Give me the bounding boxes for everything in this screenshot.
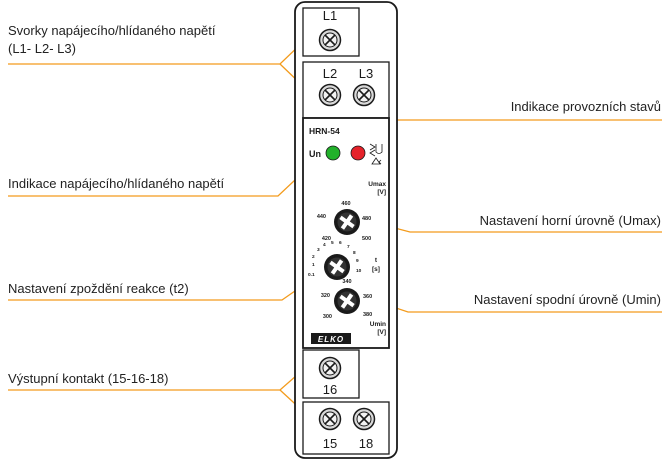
callout-horni: Nastavení horní úrovně (Umax) <box>479 213 661 228</box>
un-label: Un <box>309 149 321 159</box>
t-tick: 4 <box>323 242 326 248</box>
terminal-label-18: 18 <box>359 436 373 451</box>
screw-16-icon[interactable] <box>318 356 342 380</box>
terminal-label-l1: L1 <box>323 8 337 23</box>
t-tick: 1 <box>312 262 315 268</box>
t-tick: 7 <box>347 244 350 250</box>
callout-indikace-napajeciho: Indikace napájecího/hlídaného napětí <box>8 176 225 191</box>
t-tick: 2 <box>312 254 315 260</box>
callout-svorky-sub: (L1- L2- L3) <box>8 41 76 56</box>
callout-vystupni: Výstupní kontakt (15-16-18) <box>8 371 169 386</box>
status-symbols-icon <box>369 143 383 165</box>
umin-tick: 360 <box>363 294 372 300</box>
screw-18-icon[interactable] <box>352 407 376 431</box>
callout-svorky: Svorky napájecího/hlídaného napětí <box>8 23 216 38</box>
terminal-label-l2: L2 <box>323 66 337 81</box>
umax-knob-icon[interactable] <box>334 209 360 235</box>
callout-indikace-stavu: Indikace provozních stavů <box>510 99 661 114</box>
terminal-label-l3: L3 <box>359 66 373 81</box>
red-led-icon <box>350 145 366 161</box>
green-led-icon <box>325 145 341 161</box>
brand-logo <box>311 333 351 344</box>
brand-logo-text: ELKO <box>318 335 344 344</box>
t-tick: 3 <box>317 247 320 253</box>
terminal-label-15: 15 <box>323 436 337 451</box>
t-tick: 8 <box>353 250 356 256</box>
model-label: HRN-54 <box>309 126 340 136</box>
umax-tick: 480 <box>362 216 371 222</box>
t-title: t <box>375 257 378 264</box>
terminal-block-l2-l3 <box>302 61 390 119</box>
umin-tick: 300 <box>323 314 332 320</box>
t-tick: 10 <box>356 268 362 274</box>
t-tick: 5 <box>331 240 334 246</box>
t-tick: 6 <box>339 240 342 246</box>
t-tick: 0.1 <box>308 272 315 278</box>
terminal-block-15-18 <box>302 401 390 455</box>
terminal-label-16: 16 <box>323 382 337 397</box>
callout-zpozdeni: Nastavení zpoždění reakce (t2) <box>8 281 189 296</box>
umin-tick: 320 <box>321 293 330 299</box>
callout-spodni: Nastavení spodní úrovně (Umin) <box>473 292 661 307</box>
screw-l2-icon[interactable] <box>318 83 342 107</box>
screw-l1-icon[interactable] <box>318 28 342 52</box>
umin-tick: 380 <box>363 312 372 318</box>
umin-unit: [V] <box>377 329 386 336</box>
t-unit: [s] <box>372 266 380 273</box>
umin-knob-icon[interactable] <box>334 288 360 314</box>
screw-15-icon[interactable] <box>318 407 342 431</box>
umax-tick: 500 <box>362 236 371 242</box>
umax-tick: 420 <box>322 236 331 242</box>
umax-tick: 460 <box>341 201 350 207</box>
delay-knob-icon[interactable] <box>324 254 350 280</box>
t-tick: 9 <box>356 258 359 264</box>
callout-line-stavu <box>359 119 662 139</box>
screw-l3-icon[interactable] <box>352 83 376 107</box>
umin-tick: 340 <box>342 279 351 285</box>
umax-title: Umax <box>368 181 386 188</box>
umin-title: Umin <box>370 321 386 328</box>
umax-tick: 440 <box>317 214 326 220</box>
umax-unit: [V] <box>377 189 386 196</box>
